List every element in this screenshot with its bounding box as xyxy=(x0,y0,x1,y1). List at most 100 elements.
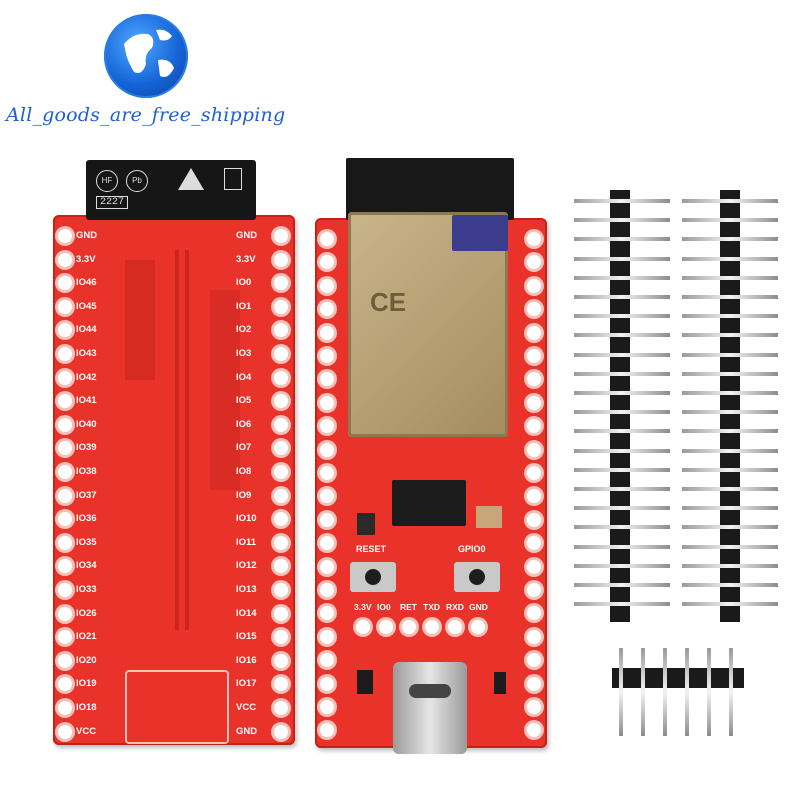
pin-hole xyxy=(527,723,541,738)
header-pin xyxy=(682,602,778,607)
button-cap xyxy=(469,569,485,585)
header-pin xyxy=(682,371,778,376)
pin-hole xyxy=(527,278,541,293)
pin-label: 3.3V xyxy=(236,253,256,265)
pin-hole xyxy=(527,349,541,363)
header-pin xyxy=(729,648,733,736)
reset-button[interactable] xyxy=(350,562,396,592)
usb-c-port xyxy=(409,684,451,698)
gpio0-label: GPIO0 xyxy=(458,544,486,554)
pin-hole xyxy=(274,323,288,338)
resistor xyxy=(494,672,506,694)
pin-hole xyxy=(320,349,334,363)
header-pin xyxy=(682,218,778,223)
weee-bin-icon xyxy=(224,168,242,190)
date-code: 2227 xyxy=(96,196,129,209)
header-pin xyxy=(682,410,778,415)
pin-hole xyxy=(58,252,72,267)
pin-hole xyxy=(527,325,541,340)
pin-hole xyxy=(58,535,72,550)
pin-label: IO42 xyxy=(76,371,97,383)
usb-c-connector[interactable] xyxy=(393,662,467,754)
pin-hole xyxy=(274,606,288,621)
pin-label: IO35 xyxy=(76,536,97,548)
header-pin xyxy=(574,275,670,280)
pin-hole xyxy=(274,677,288,692)
header-pin xyxy=(574,583,670,587)
pin-hole xyxy=(320,466,334,480)
pin-hole xyxy=(274,276,288,291)
pin-hole xyxy=(274,488,288,503)
pin-label: IO12 xyxy=(236,560,257,572)
pcb-trace xyxy=(175,250,179,630)
pin-label: IO46 xyxy=(76,277,97,289)
header-pin xyxy=(574,237,670,242)
esd-warning-icon xyxy=(178,168,204,190)
pin-hole xyxy=(320,372,334,387)
serial-pin-label: GND xyxy=(469,602,488,612)
header-pin xyxy=(619,648,623,736)
pin-label: GND xyxy=(76,230,98,241)
header-pin xyxy=(682,333,778,338)
pin-label: IO7 xyxy=(236,442,252,454)
header-pin xyxy=(682,506,778,511)
pin-hole xyxy=(320,278,334,293)
pin-hole xyxy=(320,606,334,621)
pin-label: IO14 xyxy=(236,607,257,619)
pin-label: IO2 xyxy=(236,324,252,336)
pin-hole xyxy=(527,653,541,668)
pin-label: VCC xyxy=(76,725,97,737)
pin-label: IO36 xyxy=(76,513,97,525)
header-pin xyxy=(574,467,670,472)
pin-label: IO37 xyxy=(76,489,97,501)
pin-label: IO17 xyxy=(236,678,257,690)
pin-label: IO11 xyxy=(236,536,257,548)
header-pin xyxy=(682,275,778,280)
header-pin xyxy=(682,256,778,261)
pin-hole xyxy=(527,419,541,434)
pin-hole xyxy=(58,701,72,715)
serial-pin-hole xyxy=(425,620,439,634)
pin-hole xyxy=(527,629,541,644)
gpio0-button[interactable] xyxy=(454,562,500,592)
pin-hole xyxy=(274,630,288,645)
pin-label: IO43 xyxy=(76,348,97,359)
pin-hole xyxy=(58,229,72,243)
header-pin xyxy=(682,448,778,453)
header-pin xyxy=(707,648,711,736)
header-pin xyxy=(574,544,670,549)
pin-hole xyxy=(320,512,334,527)
globe-logo-icon xyxy=(104,14,188,98)
header-pin xyxy=(682,583,778,587)
serial-pin-label: TXD xyxy=(423,602,440,612)
compliance-label-sticker: HF Pb 2227 xyxy=(86,160,256,220)
pin-hole xyxy=(58,417,72,432)
header-pin xyxy=(574,314,670,319)
pin-label: IO26 xyxy=(76,607,97,619)
serial-pin-label: 3.3V xyxy=(354,602,372,612)
header-pin xyxy=(663,648,667,736)
header-pin xyxy=(682,314,778,319)
pin-header-strip-short xyxy=(612,668,744,688)
pin-hole xyxy=(58,394,72,409)
header-pin xyxy=(682,237,778,242)
pin-hole xyxy=(320,653,334,668)
button-cap xyxy=(365,569,381,585)
pin-hole xyxy=(527,395,541,410)
pin-hole xyxy=(58,488,72,503)
header-pin xyxy=(574,199,670,203)
pin-hole xyxy=(58,465,72,479)
pin-label: IO39 xyxy=(76,442,97,454)
pin-hole xyxy=(527,583,541,597)
serial-pin-label: RET xyxy=(400,602,417,612)
pin-label: IO0 xyxy=(236,277,252,289)
pin-hole xyxy=(58,583,72,597)
header-pin xyxy=(574,448,670,453)
pin-hole xyxy=(527,536,541,551)
pin-hole xyxy=(527,372,541,387)
pin-hole xyxy=(274,653,288,668)
pin-hole xyxy=(320,232,334,246)
pin-label: IO6 xyxy=(236,418,252,430)
voltage-regulator xyxy=(392,480,466,526)
pin-label: IO9 xyxy=(236,489,252,501)
